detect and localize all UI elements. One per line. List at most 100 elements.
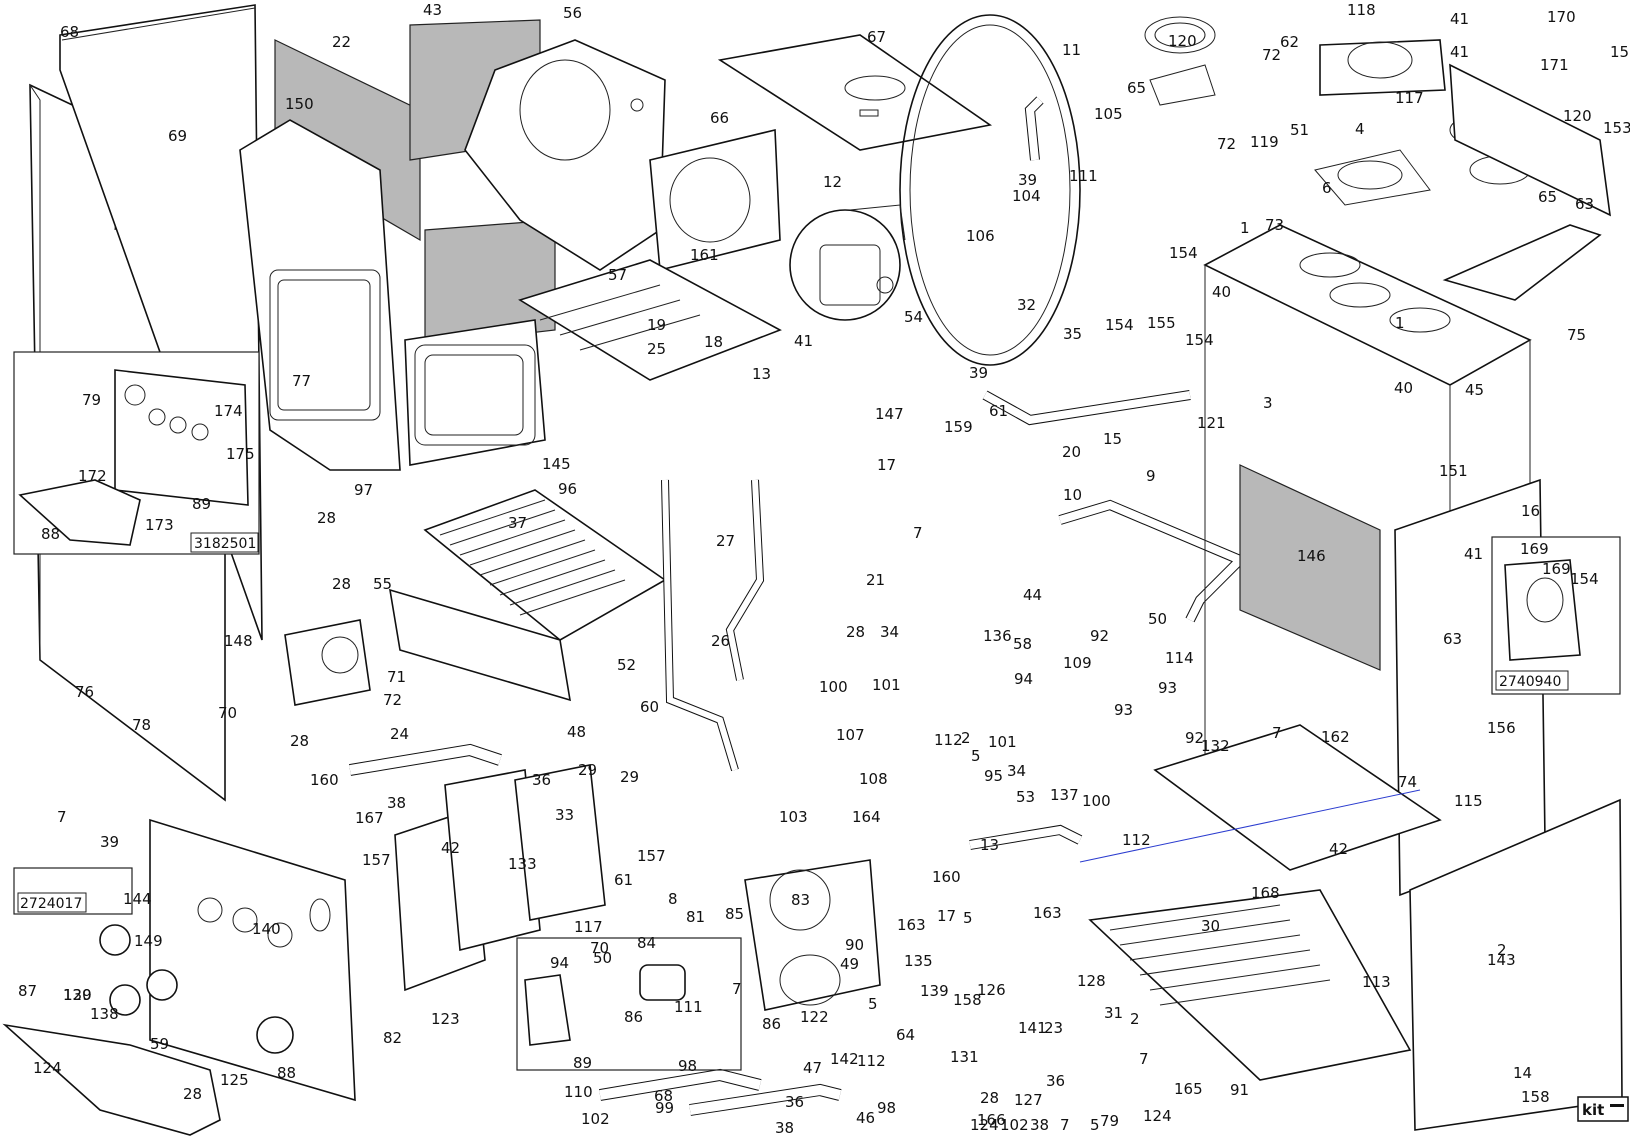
callout-92: 92 bbox=[1185, 729, 1204, 747]
callout-39: 39 bbox=[100, 833, 119, 851]
callout-35: 35 bbox=[1063, 325, 1082, 343]
callout-82: 82 bbox=[383, 1029, 402, 1047]
callout-30: 30 bbox=[1201, 917, 1220, 935]
callout-130: 130 bbox=[63, 986, 92, 1004]
callout-125: 125 bbox=[220, 1071, 249, 1089]
callout-110: 110 bbox=[564, 1083, 593, 1101]
callout-8: 8 bbox=[668, 890, 678, 908]
callout-124: 124 bbox=[1143, 1107, 1172, 1125]
callout-129: 129 bbox=[63, 986, 92, 1004]
kit-label: kit bbox=[1582, 1101, 1604, 1119]
callout-1: 1 bbox=[1240, 219, 1250, 237]
callout-93: 93 bbox=[1114, 701, 1133, 719]
callout-104: 104 bbox=[1012, 187, 1041, 205]
callout-22: 22 bbox=[332, 33, 351, 51]
callout-175: 175 bbox=[226, 445, 255, 463]
callout-42: 42 bbox=[1329, 840, 1348, 858]
callout-120: 120 bbox=[1563, 107, 1592, 125]
callout-173: 173 bbox=[145, 516, 174, 534]
callout-172: 172 bbox=[78, 467, 107, 485]
callout-41: 41 bbox=[1464, 545, 1483, 563]
callout-49: 49 bbox=[840, 955, 859, 973]
callout-154: 154 bbox=[1169, 244, 1198, 262]
callout-29: 29 bbox=[620, 768, 639, 786]
callout-7: 7 bbox=[913, 524, 923, 542]
callout-47: 47 bbox=[803, 1059, 822, 1077]
callout-59: 59 bbox=[150, 1035, 169, 1053]
callout-98: 98 bbox=[877, 1099, 896, 1117]
callout-147: 147 bbox=[875, 405, 904, 423]
callout-77: 77 bbox=[292, 372, 311, 390]
callout-169: 169 bbox=[1520, 540, 1549, 558]
callout-55: 55 bbox=[373, 575, 392, 593]
callout-66: 66 bbox=[710, 109, 729, 127]
callout-160: 160 bbox=[310, 771, 339, 789]
callout-90: 90 bbox=[845, 936, 864, 954]
callout-15: 15 bbox=[1103, 430, 1122, 448]
callout-58: 58 bbox=[1013, 635, 1032, 653]
callout-149: 149 bbox=[134, 932, 163, 950]
callout-145: 145 bbox=[542, 455, 571, 473]
callout-96: 96 bbox=[558, 480, 577, 498]
callout-13: 13 bbox=[980, 836, 999, 854]
callout-81: 81 bbox=[686, 908, 705, 926]
callout-138: 138 bbox=[90, 1005, 119, 1023]
callout-118: 118 bbox=[1347, 1, 1376, 19]
callout-112: 112 bbox=[1122, 831, 1151, 849]
callout-139: 139 bbox=[920, 982, 949, 1000]
callout-17: 17 bbox=[877, 456, 896, 474]
callout-51: 51 bbox=[1290, 121, 1309, 139]
callout-124: 124 bbox=[970, 1116, 999, 1134]
callout-79: 79 bbox=[82, 391, 101, 409]
callout-70: 70 bbox=[590, 939, 609, 957]
callout-20: 20 bbox=[1062, 443, 1081, 461]
callout-6: 6 bbox=[1322, 179, 1332, 197]
callout-41: 41 bbox=[794, 332, 813, 350]
parts-artwork bbox=[2, 4, 1623, 1136]
callout-154: 154 bbox=[1105, 316, 1134, 334]
callout-36: 36 bbox=[785, 1093, 804, 1111]
callout-32: 32 bbox=[1017, 296, 1036, 314]
callout-11: 11 bbox=[1062, 41, 1081, 59]
callout-7: 7 bbox=[1060, 1116, 1070, 1134]
callout-99: 99 bbox=[655, 1099, 674, 1117]
callout-42: 42 bbox=[441, 839, 460, 857]
callout-163: 163 bbox=[1033, 904, 1062, 922]
callout-65: 65 bbox=[1127, 79, 1146, 97]
callout-70: 70 bbox=[218, 704, 237, 722]
callout-56: 56 bbox=[563, 4, 582, 22]
callout-85: 85 bbox=[725, 905, 744, 923]
callout-156: 156 bbox=[1487, 719, 1516, 737]
callout-50: 50 bbox=[1148, 610, 1167, 628]
callout-128: 128 bbox=[1077, 972, 1106, 990]
callout-100: 100 bbox=[1082, 792, 1111, 810]
callout-112: 112 bbox=[934, 731, 963, 749]
callout-164: 164 bbox=[852, 808, 881, 826]
callout-68: 68 bbox=[654, 1087, 673, 1105]
code-label-2740940: 2740940 bbox=[1499, 674, 1561, 690]
callout-143: 143 bbox=[1487, 951, 1516, 969]
callout-2: 2 bbox=[1130, 1010, 1140, 1028]
callout-7: 7 bbox=[1272, 724, 1282, 742]
callout-126: 126 bbox=[977, 981, 1006, 999]
callout-102: 102 bbox=[1000, 1116, 1029, 1134]
callout-165: 165 bbox=[1174, 1080, 1203, 1098]
code-label-3182501: 3182501 bbox=[194, 536, 256, 552]
callout-39: 39 bbox=[1018, 171, 1037, 189]
callout-64: 64 bbox=[896, 1026, 915, 1044]
callout-107: 107 bbox=[836, 726, 865, 744]
callout-38: 38 bbox=[1030, 1116, 1049, 1134]
callout-171: 171 bbox=[1540, 56, 1569, 74]
callout-65: 65 bbox=[1538, 188, 1557, 206]
callout-9: 9 bbox=[1146, 467, 1156, 485]
callout-163: 163 bbox=[897, 916, 926, 934]
callout-28: 28 bbox=[317, 509, 336, 527]
callout-28: 28 bbox=[332, 575, 351, 593]
callout-39: 39 bbox=[969, 364, 988, 382]
callout-102: 102 bbox=[581, 1110, 610, 1128]
callout-93: 93 bbox=[1158, 679, 1177, 697]
callout-167: 167 bbox=[355, 809, 384, 827]
callout-174: 174 bbox=[214, 402, 243, 420]
callout-83: 83 bbox=[791, 891, 810, 909]
callout-5: 5 bbox=[868, 995, 878, 1013]
